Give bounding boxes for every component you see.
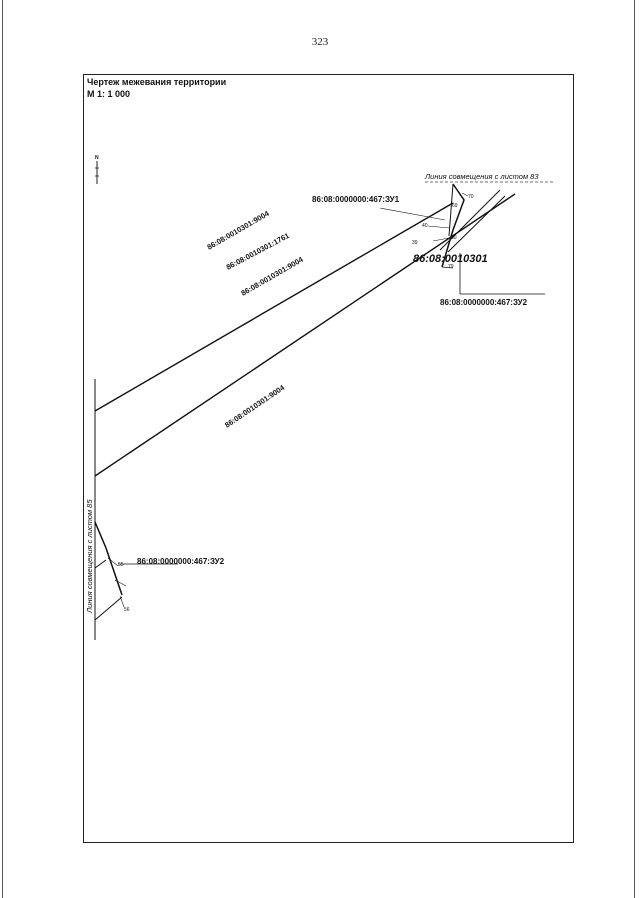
point-55: 55 xyxy=(118,562,124,568)
page-edge-right xyxy=(634,0,635,898)
quarter-label: 86:08:0010301 xyxy=(413,253,488,265)
point-56: 56 xyxy=(124,607,130,613)
zu1-polygon xyxy=(379,183,545,295)
drawing-frame xyxy=(83,74,574,843)
boundary-line-inner-2 xyxy=(447,195,506,253)
match-line-caption-sheet85: Линия совмещения с листом 85 xyxy=(85,499,94,614)
zone-label-zu1: 86:08:0000000:467:ЗУ1 xyxy=(312,195,400,204)
point-80: 80 xyxy=(451,235,457,241)
point-70: 70 xyxy=(468,194,474,200)
point-79: 79 xyxy=(448,264,454,270)
point-39: 39 xyxy=(412,240,418,246)
zone-label-zu2-bottom: 86:08:0000000:467:ЗУ2 xyxy=(137,557,225,566)
point-69: 69 xyxy=(452,203,458,209)
boundary-line-upper xyxy=(94,202,454,412)
page-number: 323 xyxy=(311,36,329,48)
boundary-line-lower xyxy=(94,193,516,477)
match-line-caption-sheet83: Линия совмещения с листом 83 xyxy=(424,172,539,181)
drawing-title: Чертеж межевания территории xyxy=(87,77,227,87)
north-arrow-icon: N xyxy=(95,155,99,184)
page-edge-left xyxy=(2,0,3,898)
zu2-polygon xyxy=(94,521,178,621)
north-arrow-label: N xyxy=(95,155,99,161)
drawing-scale: М 1: 1 000 xyxy=(87,89,131,99)
parcel-label-9004-bottom: 86:08:0010301:9004 xyxy=(223,383,287,430)
parcel-label-9004-mid: 86:08:0010301:9004 xyxy=(240,254,306,297)
point-40: 40 xyxy=(422,223,428,229)
zone-label-zu2-top: 86:08:0000000:467:ЗУ2 xyxy=(440,298,528,307)
